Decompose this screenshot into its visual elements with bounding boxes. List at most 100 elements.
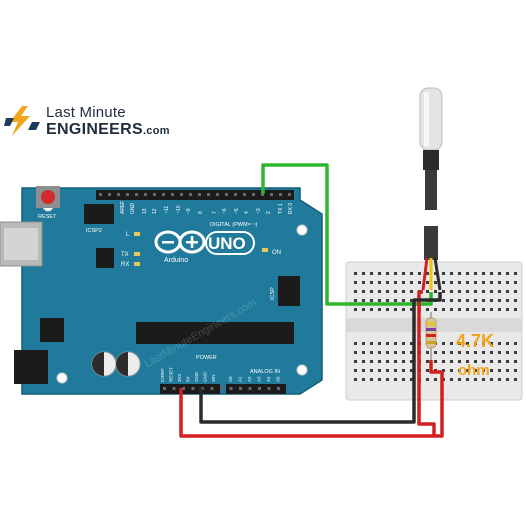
breadboard-hole: [394, 351, 397, 354]
digital-label: DIGITAL (PWM= ~): [210, 222, 258, 228]
analog-label: ANALOG IN: [250, 369, 280, 375]
breadboard-hole: [458, 342, 461, 345]
header-pins: [99, 193, 291, 390]
digital-header: [96, 190, 294, 200]
breadboard-hole: [402, 360, 405, 363]
ds18b20-probe: [416, 87, 448, 291]
breadboard-hole: [442, 299, 445, 302]
reset-label: RESET: [38, 214, 57, 220]
breadboard-hole: [386, 342, 389, 345]
breadboard-hole: [506, 369, 509, 372]
breadboard-hole: [370, 342, 373, 345]
breadboard-hole: [498, 272, 501, 275]
breadboard-hole: [378, 299, 381, 302]
breadboard-hole: [474, 290, 477, 293]
header-pin: [108, 193, 111, 196]
breadboard-hole: [490, 281, 493, 284]
breadboard-hole: [490, 272, 493, 275]
header-pin: [172, 387, 176, 390]
breadboard-hole: [466, 378, 469, 381]
logo-line1: Last Minute: [46, 103, 126, 121]
breadboard-hole: [394, 360, 397, 363]
power-pin-label: 3V3: [177, 373, 182, 382]
breadboard-hole: [506, 351, 509, 354]
breadboard-hole: [370, 308, 373, 311]
breadboard-hole: [362, 369, 365, 372]
power-header: [160, 384, 220, 394]
breadboard-hole: [498, 299, 501, 302]
on-label: ON: [272, 250, 281, 256]
breadboard-hole: [466, 360, 469, 363]
breadboard-hole: [514, 378, 517, 381]
power-pin-label: RESET: [169, 367, 174, 382]
breadboard-hole: [458, 272, 461, 275]
breadboard-hole: [362, 351, 365, 354]
breadboard-hole: [490, 290, 493, 293]
breadboard-hole: [442, 281, 445, 284]
breadboard-hole: [474, 378, 477, 381]
breadboard-hole: [354, 342, 357, 345]
breadboard-hole: [394, 290, 397, 293]
top-pin-label: AREF: [120, 201, 126, 214]
breadboard-hole: [354, 369, 357, 372]
breadboard-hole: [498, 290, 501, 293]
breadboard-hole: [426, 360, 429, 363]
breadboard-hole: [506, 290, 509, 293]
breadboard-hole: [402, 281, 405, 284]
breadboard-hole: [506, 378, 509, 381]
breadboard-hole: [354, 351, 357, 354]
breadboard-hole: [434, 351, 437, 354]
analog-pin-label: A2: [247, 376, 252, 382]
top-pin-label: 12: [152, 208, 158, 214]
analog-pin-label: A3: [257, 376, 262, 382]
breadboard-hole: [410, 351, 413, 354]
breadboard-hole: [490, 360, 493, 363]
top-pin-label: ~5: [234, 208, 240, 214]
breadboard-hole: [394, 378, 397, 381]
header-pin: [270, 193, 273, 196]
breadboard-hole: [442, 369, 445, 372]
breadboard-hole: [410, 299, 413, 302]
breadboard-hole: [378, 308, 381, 311]
header-pin: [288, 193, 291, 196]
breadboard-hole: [474, 281, 477, 284]
breadboard-hole: [410, 272, 413, 275]
breadboard-hole: [490, 351, 493, 354]
breadboard-hole: [498, 342, 501, 345]
breadboard-hole: [458, 360, 461, 363]
breadboard-hole: [450, 369, 453, 372]
breadboard-hole: [402, 290, 405, 293]
breadboard-hole: [418, 281, 421, 284]
breadboard-hole: [386, 360, 389, 363]
breadboard-hole: [482, 369, 485, 372]
breadboard-hole: [474, 299, 477, 302]
breadboard-hole: [474, 351, 477, 354]
header-pin: [277, 387, 280, 390]
header-pin: [207, 193, 210, 196]
breadboard-hole: [514, 272, 517, 275]
breadboard-hole: [370, 369, 373, 372]
lightning-logo-icon: [4, 106, 40, 136]
breadboard-hole: [418, 272, 421, 275]
breadboard-hole: [442, 351, 445, 354]
header-pin: [162, 193, 165, 196]
breadboard-hole: [434, 272, 437, 275]
header-pin: [189, 193, 192, 196]
breadboard-hole: [466, 308, 469, 311]
breadboard-hole: [466, 290, 469, 293]
breadboard-hole: [354, 360, 357, 363]
breadboard-hole: [450, 378, 453, 381]
breadboard-hole: [506, 308, 509, 311]
breadboard-hole: [410, 290, 413, 293]
breadboard-hole: [370, 360, 373, 363]
breadboard-hole: [514, 290, 517, 293]
resistor-unit: ohm: [458, 362, 490, 379]
power-pin-label: IOREF: [160, 368, 165, 382]
breadboard-hole: [442, 360, 445, 363]
breadboard-hole: [402, 369, 405, 372]
power-pin-label: VIN: [211, 374, 216, 382]
